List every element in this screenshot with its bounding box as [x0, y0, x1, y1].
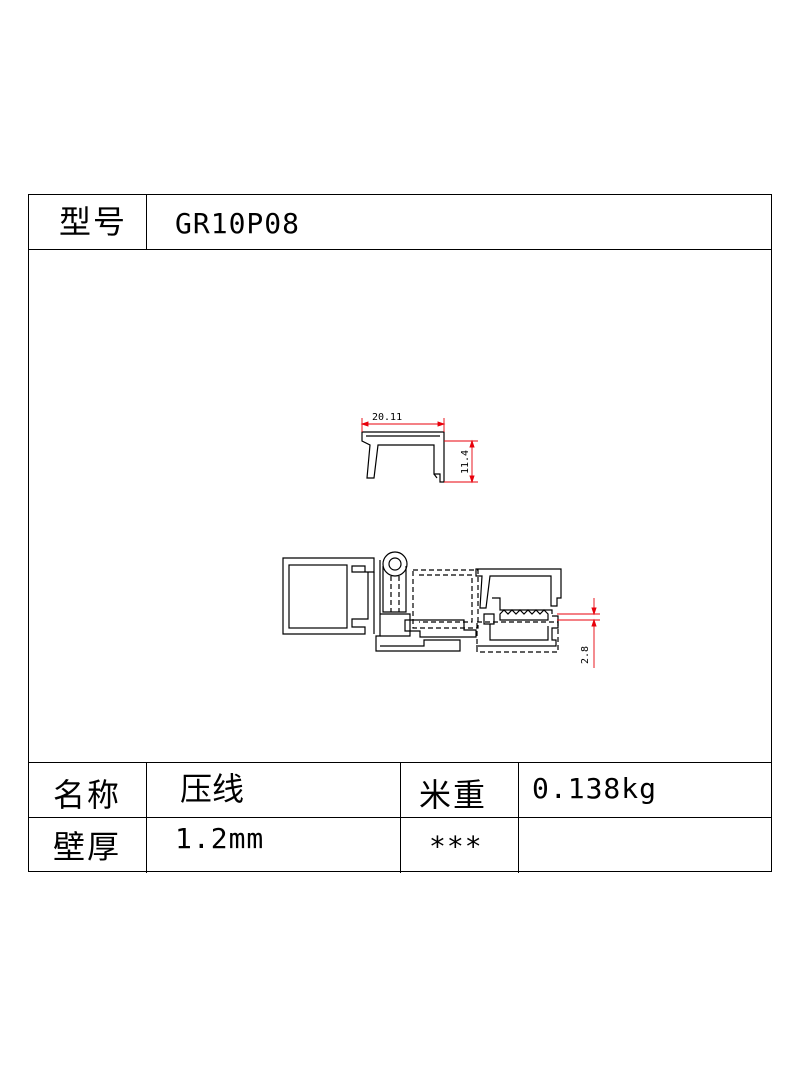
thickness-value: 1.2mm	[175, 822, 265, 855]
right-frame	[475, 568, 562, 609]
model-value: GR10P08	[175, 207, 301, 240]
left-frame-inner	[288, 564, 348, 629]
hinge-circle-inner	[388, 557, 402, 571]
thickness-label: 壁厚	[53, 828, 122, 866]
dim-width-label: 20.11	[372, 412, 402, 423]
divider-header-col	[146, 195, 147, 249]
model-label: 型号	[59, 203, 128, 241]
name-value: 压线	[180, 770, 245, 808]
left-frame	[282, 557, 375, 635]
name-label: 名称	[53, 776, 122, 814]
dim-height-label: 11.4	[460, 450, 471, 474]
weight-label: 米重	[419, 776, 488, 814]
dim-gap-label: 2.8	[580, 646, 591, 664]
extra-label: ***	[429, 830, 483, 863]
divider-col-3	[518, 762, 519, 873]
divider-col-1	[146, 762, 147, 873]
dimension-annotations	[360, 418, 600, 668]
seal-strip	[499, 609, 549, 621]
divider-header	[29, 249, 771, 250]
spec-sheet: 型号 GR10P08 名称 压线 米重 0.138kg 壁厚 1.2mm ***	[28, 194, 772, 873]
hinge-circle-outer	[382, 551, 408, 577]
hidden-lines	[390, 569, 559, 653]
top-profile	[361, 431, 445, 483]
divider-col-2	[400, 762, 401, 873]
weight-value: 0.138kg	[532, 772, 658, 805]
